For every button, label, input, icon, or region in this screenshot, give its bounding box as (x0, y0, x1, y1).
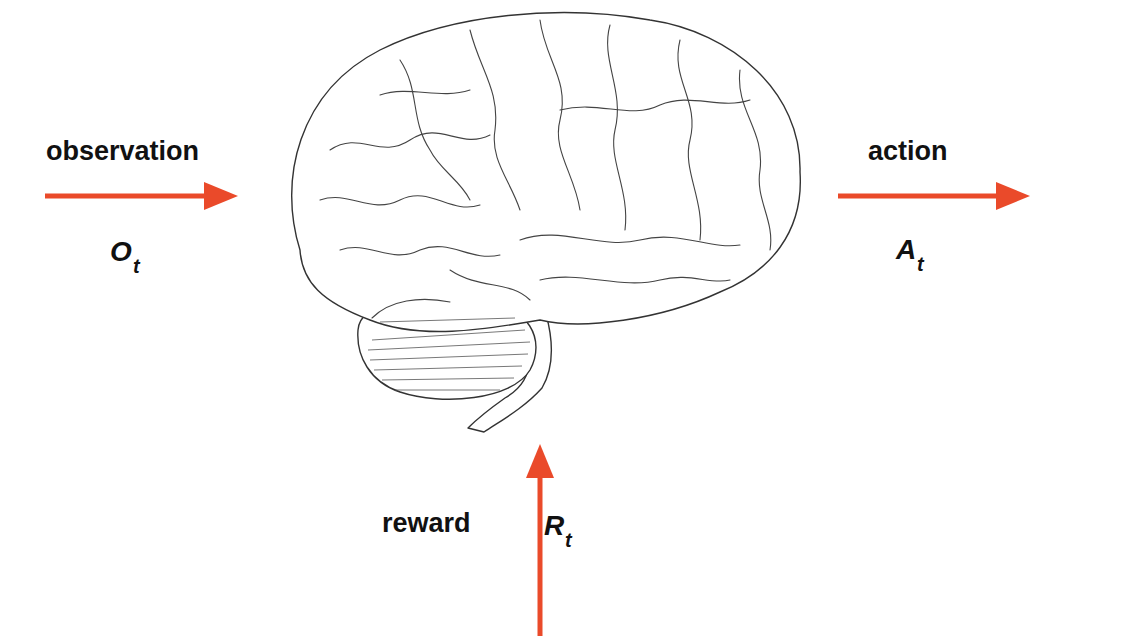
signal-symbol: A (896, 236, 916, 264)
signal-symbol: R (544, 512, 564, 540)
reward-arrowhead (526, 444, 554, 478)
reward-arrow (538, 474, 543, 636)
observation-arrow (45, 194, 208, 199)
action-arrowhead (996, 182, 1030, 210)
signal-name: action (868, 138, 948, 165)
observation-arrowhead (204, 182, 238, 210)
time-subscript: t (133, 256, 140, 276)
signal-name: reward (382, 510, 471, 537)
signal-symbol: O (110, 238, 132, 266)
action-arrow (838, 194, 1000, 199)
time-subscript: t (565, 530, 572, 550)
time-subscript: t (917, 254, 924, 274)
signal-name: observation (46, 138, 199, 165)
cerebrum (292, 13, 801, 332)
